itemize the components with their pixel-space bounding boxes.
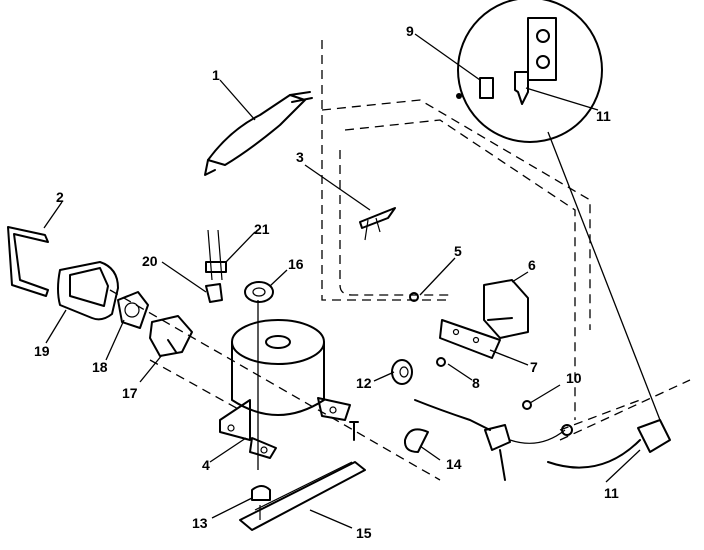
callout-11-cord: 11: [604, 485, 619, 501]
part-19-cover: [57, 261, 119, 321]
callout-21: 21: [254, 221, 270, 237]
part-10-bushing: [522, 400, 532, 410]
callout-14: 14: [446, 456, 462, 472]
callout-13: 13: [192, 515, 208, 531]
callout-19: 19: [34, 343, 50, 359]
callout-12: 12: [356, 375, 372, 391]
callout-10: 10: [566, 370, 582, 386]
detail-magnifier: [456, 0, 661, 421]
callout-leaders: [43, 33, 641, 529]
part-20-terminal: [205, 283, 223, 303]
callout-11-detail: 11: [596, 108, 611, 124]
part-6-relay-box: [483, 279, 529, 339]
power-cord: [414, 399, 671, 481]
part-12-grommet: [391, 359, 413, 385]
callout-15: 15: [356, 525, 372, 541]
callout-17: 17: [122, 385, 138, 401]
part-1-temperature-probe: [204, 91, 313, 176]
part-8-screw: [436, 357, 446, 367]
part-7-bracket: [439, 319, 501, 359]
compressor: [219, 300, 351, 470]
part-17-relay: [149, 315, 193, 357]
part-5-screw: [409, 292, 419, 302]
part-13-mount: [251, 485, 271, 520]
callout-5: 5: [454, 243, 462, 259]
callout-8: 8: [472, 375, 480, 391]
callout-2: 2: [56, 189, 64, 205]
callout-9: 9: [406, 23, 414, 39]
callout-16: 16: [288, 256, 304, 272]
callout-18: 18: [92, 359, 108, 375]
callout-20: 20: [142, 253, 158, 269]
callout-3: 3: [296, 149, 304, 165]
part-18-overload: [117, 291, 149, 329]
part-21-wires: [205, 229, 227, 281]
part-16-grommet: [244, 281, 274, 303]
screw-15: [349, 421, 359, 441]
part-15-base-rail: [239, 461, 366, 531]
part-14-clamp: [403, 428, 429, 453]
part-3-clip: [359, 207, 396, 241]
callout-7: 7: [530, 359, 538, 375]
part-2-frame: [7, 226, 49, 297]
callout-4: 4: [202, 457, 210, 473]
callout-6: 6: [528, 257, 536, 273]
cabinet-outline: [109, 40, 691, 481]
callout-1: 1: [212, 67, 220, 83]
